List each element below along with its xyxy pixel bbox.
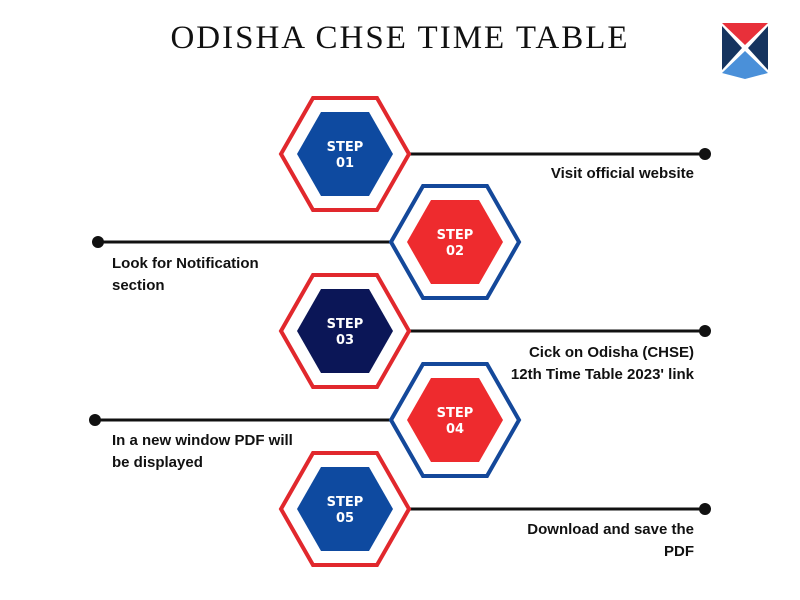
step-05-dot [699, 503, 711, 515]
step-05-description: Download and save the PDF [527, 521, 694, 560]
step-04-label: STEP [437, 406, 474, 421]
step-01-dot [699, 148, 711, 160]
step-02-number: 02 [446, 244, 464, 259]
step-02-description: Look for Notification section [112, 255, 259, 294]
step-05-number: 05 [336, 511, 354, 526]
step-01-number: 01 [336, 156, 354, 171]
step-04-dot [89, 414, 101, 426]
step-04-number: 04 [446, 422, 464, 437]
step-03-hex [297, 289, 393, 373]
step-01-description: Visit official website [550, 165, 694, 182]
step-04-hex [407, 378, 503, 462]
step-02-label: STEP [437, 228, 474, 243]
step-01-hex [297, 112, 393, 196]
step-01-label: STEP [327, 140, 364, 155]
page-title: ODISHA CHSE TIME TABLE [170, 20, 630, 56]
shield-x-logo-icon [722, 23, 768, 79]
step-02-hex [407, 200, 503, 284]
step-03-number: 03 [336, 333, 354, 348]
step-03-label: STEP [327, 317, 364, 332]
step-04-description: In a new window PDF will be displayed [112, 432, 293, 471]
step-05-hex [297, 467, 393, 551]
step-03-description: Cick on Odisha (CHSE) 12th Time Table 20… [510, 344, 694, 383]
step-05-label: STEP [327, 495, 364, 510]
step-02-dot [92, 236, 104, 248]
step-03-dot [699, 325, 711, 337]
